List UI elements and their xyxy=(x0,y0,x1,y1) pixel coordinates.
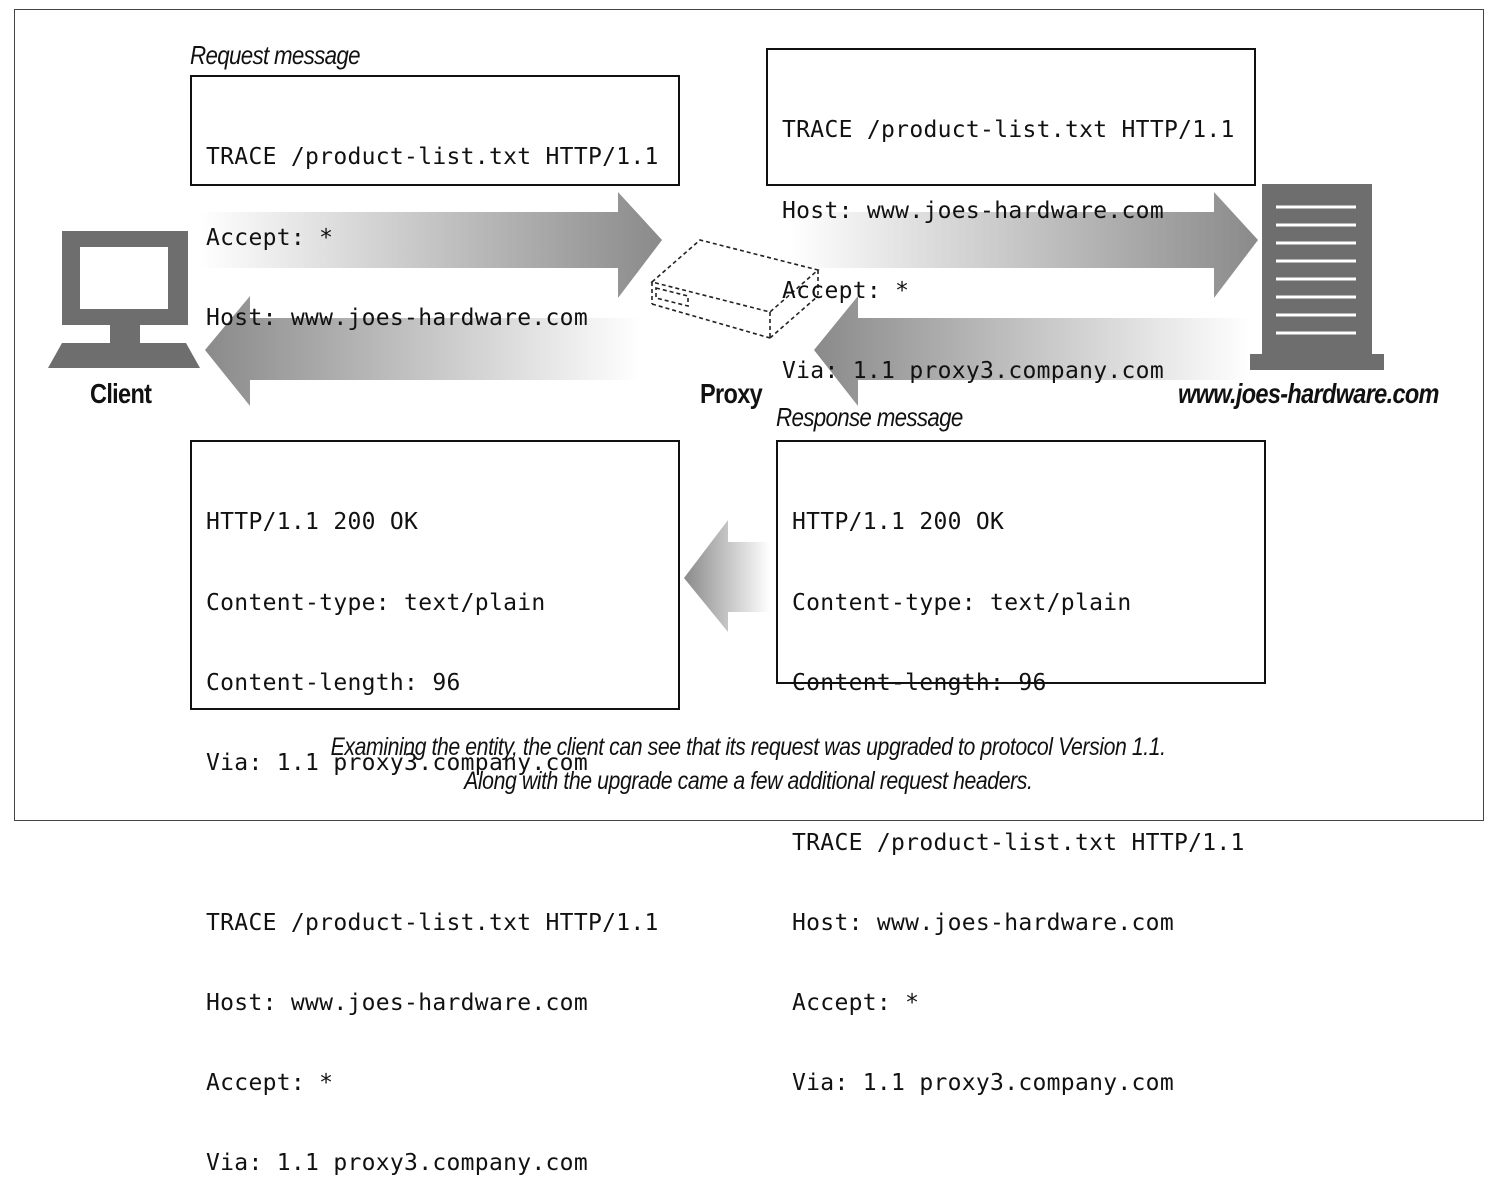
message-line: HTTP/1.1 200 OK xyxy=(792,509,1005,536)
message-blank-line xyxy=(206,830,664,857)
client-response-box: HTTP/1.1 200 OK Content-type: text/plain… xyxy=(190,440,680,1176)
client-request-box: TRACE /product-list.txt HTTP/1.1 Accept:… xyxy=(190,75,680,331)
message-line: Content-type: text/plain xyxy=(792,589,1132,616)
client-label: Client xyxy=(90,378,152,409)
response-arrow-proxy-to-client xyxy=(205,296,640,406)
message-line: TRACE /product-list.txt HTTP/1.1 xyxy=(792,829,1245,856)
server-response-box: HTTP/1.1 200 OK Content-type: text/plain… xyxy=(776,440,1266,1096)
diagram-frame xyxy=(14,9,1484,821)
message-line: Accept: * xyxy=(782,277,910,304)
response-message-label: Response message xyxy=(776,402,963,432)
request-arrow-proxy-to-server xyxy=(790,192,1258,298)
proxy-request-box: TRACE /product-list.txt HTTP/1.1 Host: w… xyxy=(766,48,1256,384)
response-arrow-server-to-proxy xyxy=(814,296,1250,406)
message-line: Host: www.joes-hardware.com xyxy=(206,989,588,1016)
message-line: Content-length: 96 xyxy=(206,669,461,696)
message-line: Content-length: 96 xyxy=(792,669,1047,696)
message-line: Accept: * xyxy=(206,224,334,251)
message-line: Host: www.joes-hardware.com xyxy=(782,197,1164,224)
message-line: TRACE /product-list.txt HTTP/1.1 xyxy=(206,909,659,936)
message-line: Content-type: text/plain xyxy=(206,589,546,616)
message-line: Host: www.joes-hardware.com xyxy=(792,909,1174,936)
message-line: TRACE /product-list.txt HTTP/1.1 xyxy=(206,144,659,171)
request-message-label: Request message xyxy=(190,40,361,70)
response-arrow-box-to-box xyxy=(684,520,770,632)
message-line: Via: 1.1 proxy3.company.com xyxy=(782,357,1164,384)
server-label: www.joes-hardware.com xyxy=(1178,378,1439,409)
message-line: Via: 1.1 proxy3.company.com xyxy=(206,1150,588,1177)
figure-caption-line-2: Along with the upgrade came a few additi… xyxy=(463,767,1033,795)
proxy-label: Proxy xyxy=(700,378,763,409)
message-line: Accept: * xyxy=(206,1070,334,1097)
figure-caption-line-1: Examining the entity, the client can see… xyxy=(330,733,1166,761)
figure-caption: Examining the entity, the client can see… xyxy=(0,730,1496,798)
diagram-graphics xyxy=(48,184,1384,632)
message-line: Via: 1.1 proxy3.company.com xyxy=(206,749,588,776)
message-line: Host: www.joes-hardware.com xyxy=(206,304,588,331)
request-arrow-client-to-proxy xyxy=(200,192,662,298)
message-line: TRACE /product-list.txt HTTP/1.1 xyxy=(782,117,1235,144)
message-line: Via: 1.1 proxy3.company.com xyxy=(792,1070,1174,1097)
message-line: HTTP/1.1 200 OK xyxy=(206,509,419,536)
server-tower-icon xyxy=(1250,184,1384,370)
message-line: Accept: * xyxy=(792,989,920,1016)
client-computer-icon xyxy=(48,231,200,368)
proxy-device-icon xyxy=(650,239,820,339)
